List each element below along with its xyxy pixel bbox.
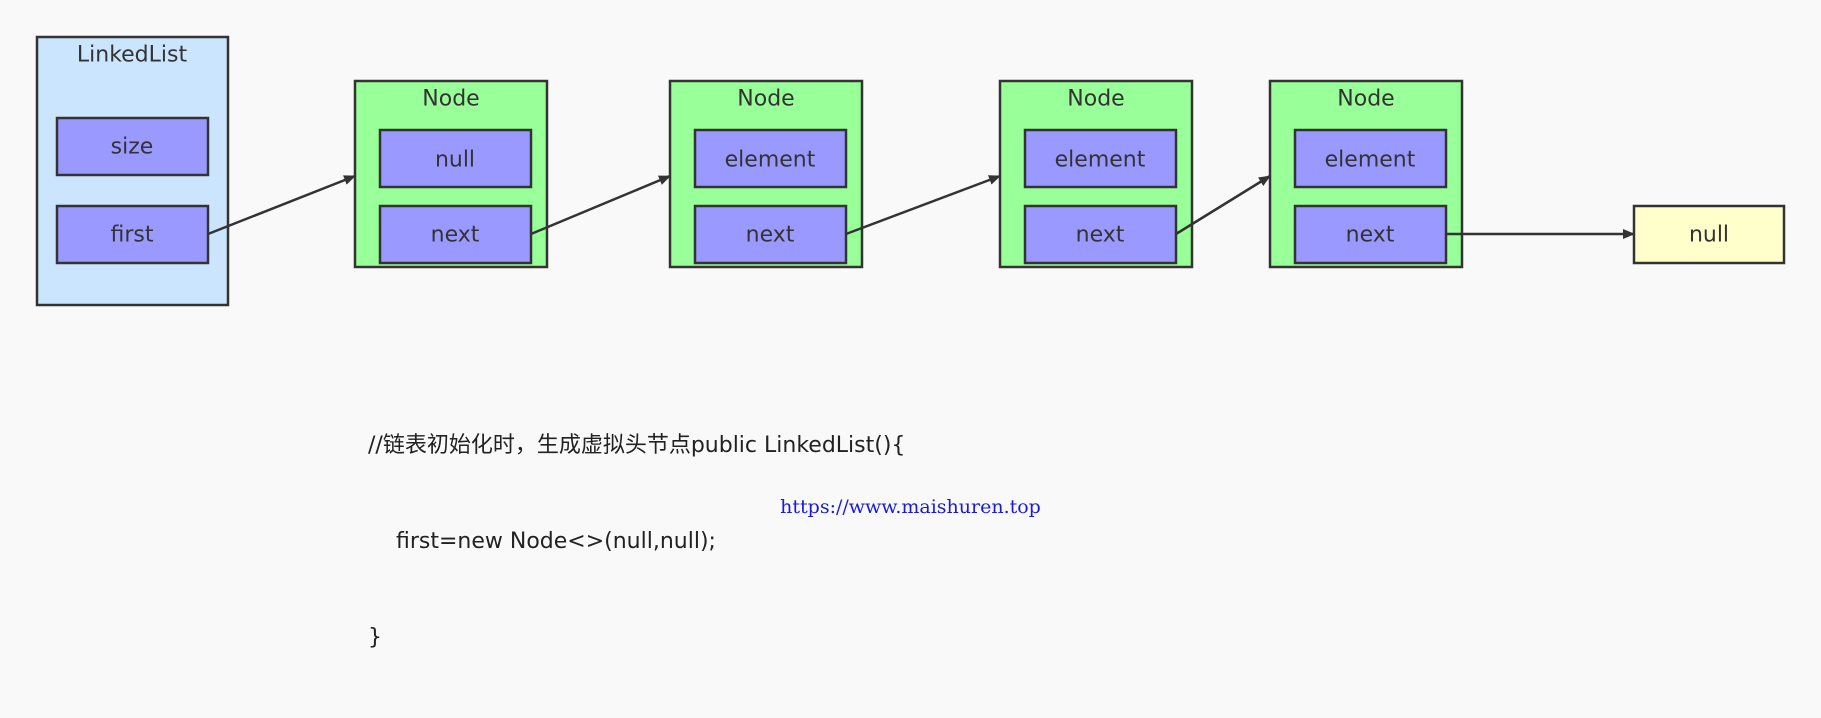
field-first-label: first bbox=[111, 223, 154, 248]
field-size bbox=[55, 116, 210, 177]
node-next-label: next bbox=[746, 223, 795, 248]
code-line: } bbox=[368, 625, 382, 650]
node-next-field bbox=[378, 204, 533, 265]
pointer-arrow-next bbox=[1175, 174, 1271, 236]
linkedlist-title: LinkedList bbox=[77, 43, 188, 68]
code-line: //链表初始化时，生成虚拟头节点public LinkedList(){ bbox=[368, 433, 906, 458]
node-title: Node bbox=[1067, 87, 1124, 112]
node-next-field bbox=[1023, 204, 1178, 265]
node-element-label: null bbox=[435, 148, 475, 173]
node-title: Node bbox=[422, 87, 479, 112]
pointer-arrow-first bbox=[207, 174, 356, 236]
pointer-arrow-next bbox=[845, 174, 1001, 236]
node-element-field bbox=[693, 128, 848, 189]
code-line: first=new Node<>(null,null); bbox=[368, 529, 716, 554]
node-element-field bbox=[1293, 128, 1448, 189]
node-title: Node bbox=[737, 87, 794, 112]
node-next-label: next bbox=[1076, 223, 1125, 248]
code-snippet: //链表初始化时，生成虚拟头节点public LinkedList(){ fir… bbox=[368, 366, 905, 718]
node-title: Node bbox=[1337, 87, 1394, 112]
node-next-label: next bbox=[1346, 223, 1395, 248]
diagram-canvas: LinkedList size first Node null next Node eleme… bbox=[35, 35, 1786, 650]
terminal-null-label: null bbox=[1689, 223, 1729, 248]
footer-url-link[interactable]: https://www.maishuren.top bbox=[780, 496, 1041, 518]
node-element-label: element bbox=[1325, 148, 1416, 173]
node-next-field bbox=[693, 204, 848, 265]
field-size-label: size bbox=[111, 135, 154, 160]
pointer-arrow-next bbox=[530, 174, 671, 236]
node-next-label: next bbox=[431, 223, 480, 248]
node-element-label: element bbox=[1055, 148, 1146, 173]
linked-list-diagram: LinkedList size first Node null next Node eleme… bbox=[35, 35, 1786, 307]
node-element-label: element bbox=[725, 148, 816, 173]
node-element-field bbox=[1023, 128, 1178, 189]
field-first bbox=[55, 204, 210, 265]
node-element-field bbox=[378, 128, 533, 189]
